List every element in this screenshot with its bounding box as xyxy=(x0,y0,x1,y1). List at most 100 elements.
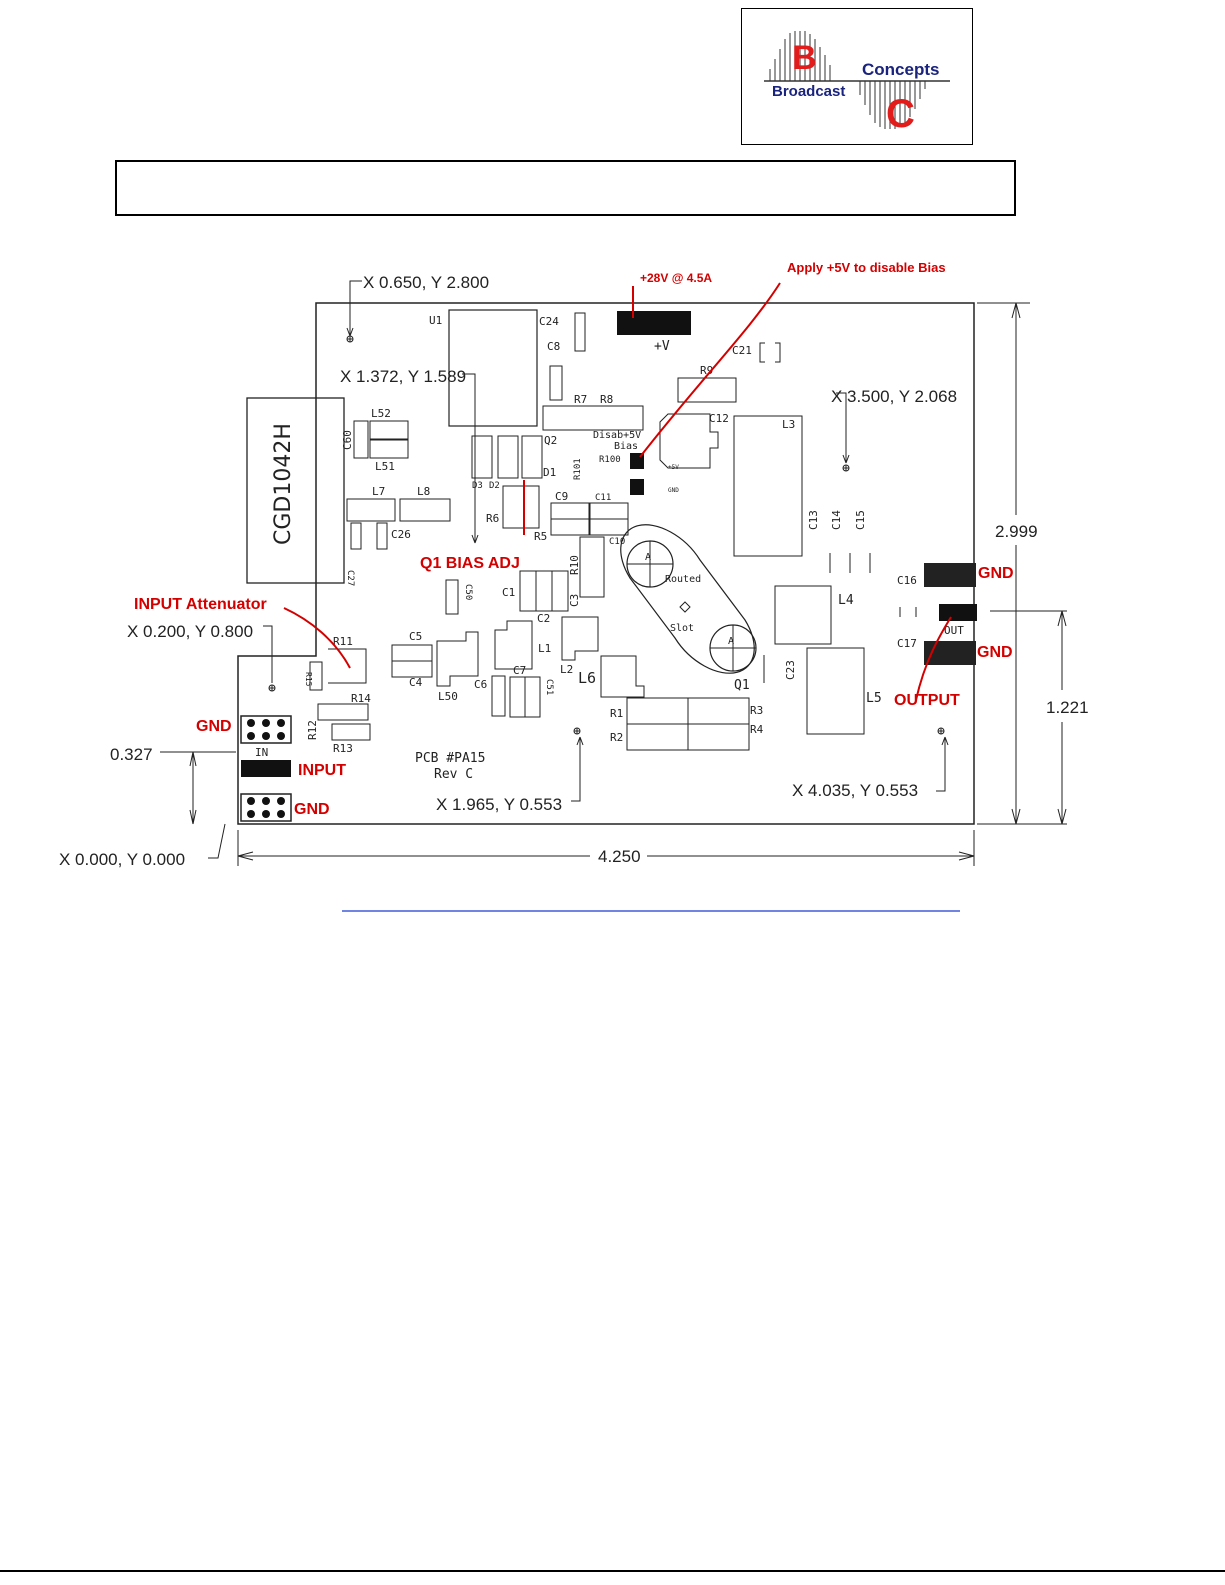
q1-label: Q1 xyxy=(734,678,750,693)
l3-label: L3 xyxy=(782,418,795,431)
disab-label: Disab+5V xyxy=(593,430,641,441)
dimension-lines xyxy=(160,302,1067,866)
l6-label: L6 xyxy=(578,669,596,687)
callout-lines xyxy=(283,282,952,701)
bias-label: Bias xyxy=(614,441,638,452)
coord-label-1: X 0.650, Y 2.800 xyxy=(363,273,489,292)
r101-label: R101 xyxy=(573,458,583,480)
plus-v-label: +V xyxy=(654,339,670,354)
dim-input-offset: 0.327 xyxy=(110,745,153,764)
company-logo: B C Concepts Broadcast xyxy=(741,8,973,145)
l3-outline xyxy=(733,415,803,557)
r8-label: R8 xyxy=(600,393,613,406)
c21-label: C21 xyxy=(732,344,752,357)
input-connector xyxy=(241,760,291,777)
c1-label: C1 xyxy=(502,586,515,599)
coord-label-3: X 3.500, Y 2.068 xyxy=(831,387,957,406)
r5-label: R5 xyxy=(534,530,547,543)
gnd-bottom-left-callout: GND xyxy=(294,801,330,818)
c15-label: C15 xyxy=(854,510,867,530)
d1-label: D1 xyxy=(543,466,556,479)
coord-label-6: X 4.035, Y 0.553 xyxy=(792,781,918,800)
gnd-pad-label: GND xyxy=(668,487,679,494)
c8-outline xyxy=(549,365,563,401)
r14-label: R14 xyxy=(351,692,371,705)
d3-label: D3 xyxy=(472,481,483,491)
r7-r8-outline xyxy=(542,405,644,431)
c5-label: C5 xyxy=(409,630,422,643)
c24-outline xyxy=(574,312,586,352)
c14-label: C14 xyxy=(830,510,843,530)
logo-letter-b: B xyxy=(792,39,817,77)
c24-label: C24 xyxy=(539,315,559,328)
u1-outline xyxy=(448,309,538,427)
coord-label-5: X 1.965, Y 0.553 xyxy=(436,795,562,814)
logo-word-broadcast: Broadcast xyxy=(772,83,845,100)
bias-adj-callout: Q1 BIAS ADJ xyxy=(420,555,520,572)
plus5v-pad-label: +5V xyxy=(668,464,679,471)
l2-label: L2 xyxy=(560,663,573,676)
c10-label: C10 xyxy=(609,537,625,547)
c11-label: C11 xyxy=(595,493,611,503)
c26-label: C26 xyxy=(391,528,411,541)
power-header xyxy=(617,311,691,335)
logo-letter-c: C xyxy=(886,92,915,136)
r2-label: R2 xyxy=(610,731,623,744)
c12-outline xyxy=(659,413,719,469)
input-callout: INPUT xyxy=(298,762,346,779)
dim-height: 2.999 xyxy=(995,522,1038,541)
c2-label: C2 xyxy=(537,612,550,625)
l4-outline xyxy=(774,585,832,645)
logo-mark: B C Concepts Broadcast xyxy=(764,31,950,136)
coord-label-4: X 0.200, Y 0.800 xyxy=(127,622,253,641)
r100-label: R100 xyxy=(599,455,621,465)
q1-pad-a-bottom: A xyxy=(728,636,734,647)
c21-outline xyxy=(759,342,781,363)
c8-label: C8 xyxy=(547,340,560,353)
pcb-layout-diagram: CGD1042H U1 C24 C8 +V C21 R9 R7 R8 C12 L… xyxy=(59,260,1089,912)
l5-outline xyxy=(806,647,865,735)
cgd-label: CGD1042H xyxy=(271,423,296,545)
gnd-top-right-pad xyxy=(924,563,976,587)
coord-label-7: X 0.000, Y 0.000 xyxy=(59,850,185,869)
c60-label: C60 xyxy=(341,430,354,450)
logo-word-concepts: Concepts xyxy=(862,60,939,79)
c4-label: C4 xyxy=(409,676,423,689)
rev-label: Rev C xyxy=(434,767,473,782)
r11-label: R11 xyxy=(333,635,353,648)
board-outline xyxy=(237,302,975,825)
output-callout: OUTPUT xyxy=(894,692,960,709)
l5-label: L5 xyxy=(866,691,882,706)
c27-label: C27 xyxy=(345,570,355,586)
l4-label: L4 xyxy=(838,593,854,608)
slot-label: Slot xyxy=(670,623,694,634)
c6-label: C6 xyxy=(474,678,487,691)
logo-signal-lines xyxy=(769,31,926,129)
gnd-bottom-right-callout: GND xyxy=(977,644,1013,661)
bias-gnd-pad xyxy=(630,479,644,495)
dim-width: 4.250 xyxy=(598,847,641,866)
r3-label: R3 xyxy=(750,704,763,717)
output-pad xyxy=(939,604,977,621)
l1-label: L1 xyxy=(538,642,551,655)
l8-label: L8 xyxy=(417,485,430,498)
gnd-bottom-right-pad xyxy=(924,641,976,665)
c50-label: C50 xyxy=(463,584,473,600)
input-atten-callout: INPUT Attenuator xyxy=(134,596,267,613)
c17-label: C17 xyxy=(897,637,917,650)
r13-label: R13 xyxy=(333,742,353,755)
r6-label: R6 xyxy=(486,512,499,525)
c12-label: C12 xyxy=(709,412,729,425)
bias-disable-callout: Apply +5V to disable Bias xyxy=(787,260,946,275)
r15-label: R15 xyxy=(304,672,313,687)
r9-outline xyxy=(677,377,737,403)
routed-slot xyxy=(620,524,755,674)
q2-label: Q2 xyxy=(544,434,557,447)
coord-label-2: X 1.372, Y 1.589 xyxy=(340,367,466,386)
c13-label: C13 xyxy=(807,510,820,530)
gnd-top-right-callout: GND xyxy=(978,565,1014,582)
l7-label: L7 xyxy=(372,485,385,498)
r1-label: R1 xyxy=(610,707,623,720)
page-footer-rule xyxy=(0,1570,1225,1572)
l51-label: L51 xyxy=(375,460,395,473)
